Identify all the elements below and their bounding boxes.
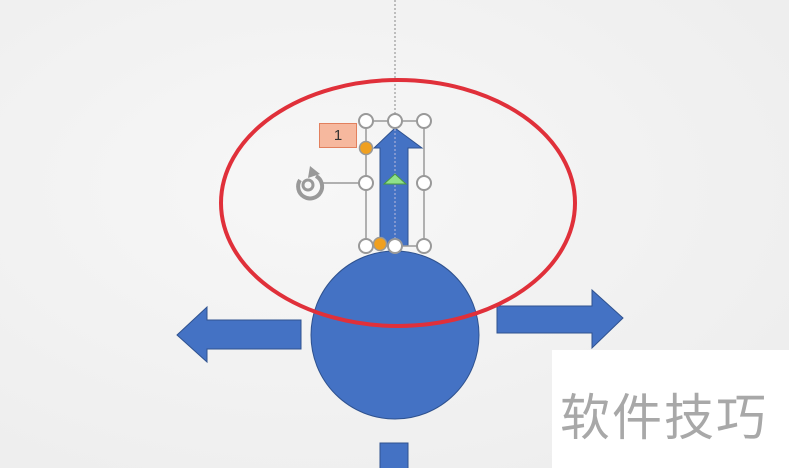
highlight-ellipse xyxy=(219,78,577,328)
resize-handle-top[interactable] xyxy=(387,113,403,129)
resize-handle-top-right[interactable] xyxy=(416,113,432,129)
resize-handle-bottom-left[interactable] xyxy=(358,238,374,254)
adjust-handle-shaft[interactable] xyxy=(372,236,388,252)
up-arrow-shape[interactable] xyxy=(372,127,424,247)
selection-number-badge: 1 xyxy=(319,123,357,148)
resize-handle-right[interactable] xyxy=(416,175,432,191)
left-arrow-shape[interactable] xyxy=(176,305,302,364)
circle-shape[interactable] xyxy=(310,250,480,420)
watermark-text: 软件技巧 xyxy=(560,389,768,447)
center-marker-icon xyxy=(382,173,408,185)
down-arrow-shape[interactable] xyxy=(379,442,409,468)
resize-handle-left[interactable] xyxy=(358,175,374,191)
watermark: 软件技巧 xyxy=(552,350,789,468)
adjust-handle-head[interactable] xyxy=(358,140,374,156)
resize-handle-bottom[interactable] xyxy=(387,238,403,254)
right-arrow-shape[interactable] xyxy=(496,288,624,350)
rotate-handle-icon[interactable] xyxy=(296,166,325,201)
resize-handle-top-left[interactable] xyxy=(358,113,374,129)
resize-handle-bottom-right[interactable] xyxy=(416,238,432,254)
